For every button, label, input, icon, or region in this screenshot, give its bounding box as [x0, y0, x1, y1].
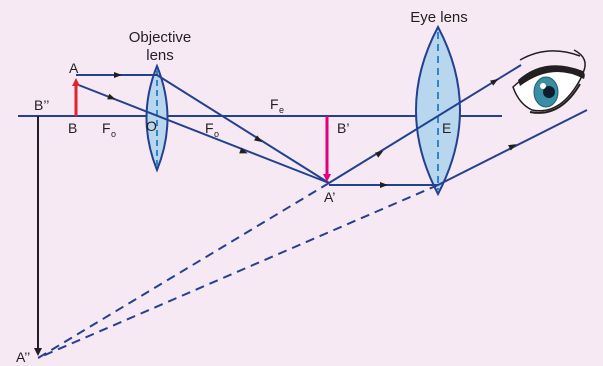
focus-e-label: F — [270, 96, 279, 112]
point-b-label: B — [68, 120, 77, 136]
ray-through-center — [75, 83, 330, 184]
virtual-ray-lower — [37, 184, 439, 359]
eye-icon — [512, 49, 586, 114]
ray-to-eye-lens-center — [328, 115, 439, 184]
virtual-ray-upper — [37, 182, 330, 359]
emergent-ray-upper — [437, 64, 522, 117]
focus-e-subscript: e — [279, 105, 284, 115]
arrowhead-icon — [490, 78, 499, 86]
objective-lens-label-2: lens — [146, 47, 174, 64]
arrowhead-icon — [107, 93, 116, 100]
point-b-double-label: B’’ — [34, 97, 49, 113]
ray-parallel-objective — [76, 74, 330, 184]
focus-o-2-subscript: o — [214, 129, 219, 139]
point-a-label: A — [69, 60, 79, 76]
arrowhead-icon — [114, 72, 122, 78]
objective-lens-label-1: Objective — [129, 29, 192, 46]
arrowhead-icon — [380, 182, 388, 188]
point-b-prime-label: B’ — [337, 120, 349, 136]
arrowhead-icon — [375, 150, 384, 158]
focus-o-2-label: F — [205, 120, 214, 136]
objective-lens — [145, 63, 169, 173]
arrowhead-icon — [508, 144, 517, 151]
focus-o-1-label: F — [102, 120, 111, 136]
arrowhead-icon — [239, 147, 248, 154]
point-e-label: E — [442, 120, 451, 136]
point-a-prime-label: A’ — [324, 189, 335, 205]
arrowhead-icon — [254, 135, 263, 143]
point-a-double-label: A’’ — [16, 349, 30, 365]
focus-o-1-subscript: o — [111, 129, 116, 139]
eye-lens-label: Eye lens — [410, 9, 468, 26]
point-o-label: O — [146, 118, 157, 134]
